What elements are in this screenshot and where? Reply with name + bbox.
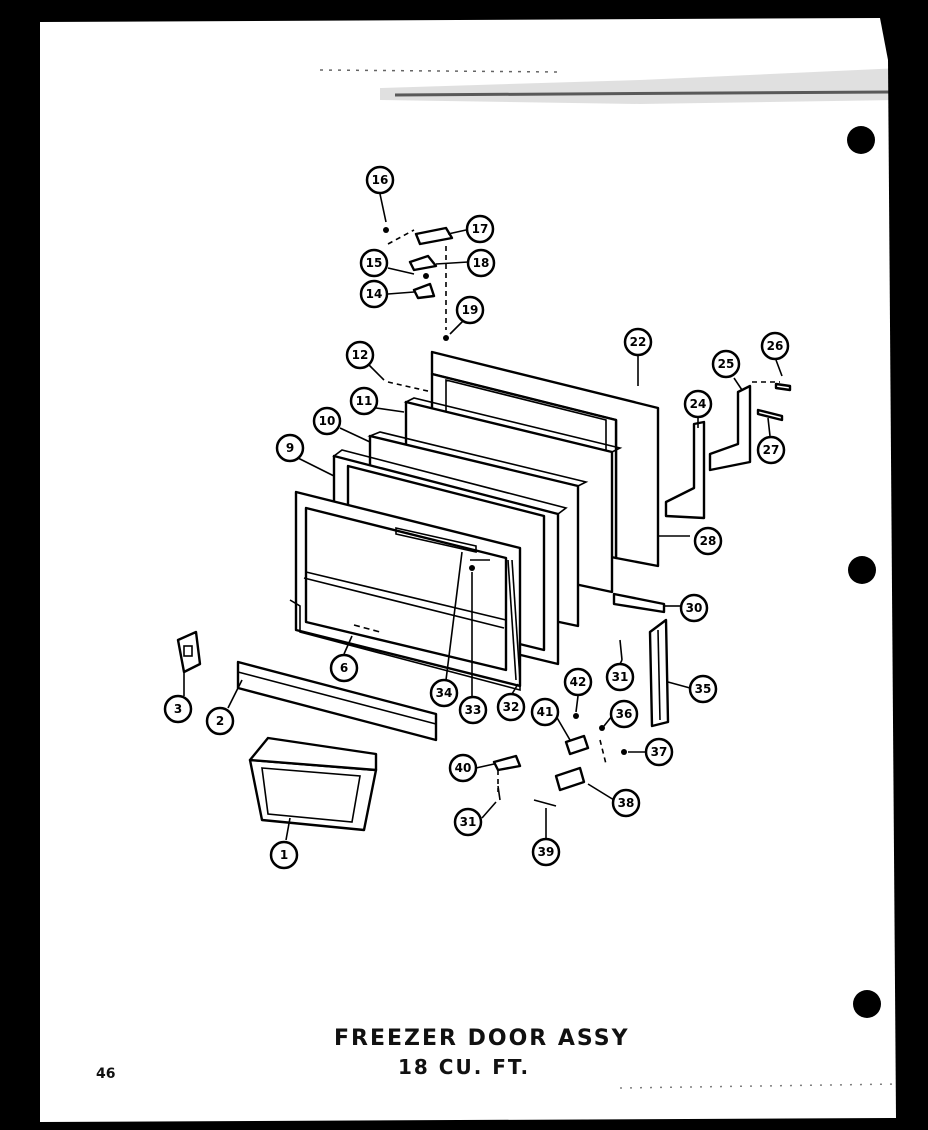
page-number: 46 xyxy=(96,1066,116,1082)
leader-lines xyxy=(183,193,783,841)
callout-39: 39 xyxy=(531,837,561,867)
part-2-door-rail xyxy=(236,660,438,742)
part-26-27-screws xyxy=(756,382,792,422)
callout-26: 26 xyxy=(760,331,790,361)
part-34-33-32-fasteners xyxy=(469,559,521,681)
callout-30: 30 xyxy=(679,593,709,623)
part-24-25-hinge-brackets xyxy=(664,381,780,520)
callout-label: 31 xyxy=(612,670,629,684)
callout-label: 31 xyxy=(460,815,477,829)
callout-35: 35 xyxy=(688,674,718,704)
callout-label: 10 xyxy=(319,414,336,428)
callout-label: 16 xyxy=(372,173,389,187)
callout-label: 41 xyxy=(537,705,554,719)
callout-label: 37 xyxy=(651,745,668,759)
callout-31-upper: 31 xyxy=(605,662,635,692)
callout-label: 27 xyxy=(763,443,780,457)
callout-32: 32 xyxy=(496,692,526,722)
part-1-bin xyxy=(248,736,378,832)
part-17-18-15-14-hinge xyxy=(383,226,454,341)
callout-label: 24 xyxy=(690,397,707,411)
part-35-handle xyxy=(648,618,670,728)
callout-label: 42 xyxy=(570,675,587,689)
callout-25: 25 xyxy=(711,349,741,379)
callout-label: 36 xyxy=(616,707,633,721)
callout-label: 22 xyxy=(630,335,647,349)
callout-38: 38 xyxy=(611,788,641,818)
callout-label: 28 xyxy=(700,534,717,548)
callout-36: 36 xyxy=(609,699,639,729)
callout-label: 25 xyxy=(718,357,735,371)
callout-label: 12 xyxy=(352,348,369,362)
callout-18: 18 xyxy=(466,248,496,278)
binder-hole-bottom xyxy=(853,990,881,1018)
callout-12: 12 xyxy=(345,340,375,370)
callout-label: 19 xyxy=(462,303,479,317)
callout-label: 32 xyxy=(503,700,520,714)
part-30-bracket xyxy=(612,592,666,614)
callout-34: 34 xyxy=(429,678,459,708)
callout-label: 3 xyxy=(174,702,182,716)
callout-label: 30 xyxy=(686,601,703,615)
callout-19: 19 xyxy=(455,295,485,325)
callout-1: 1 xyxy=(269,840,299,870)
binder-hole-top xyxy=(847,126,875,154)
callout-label: 17 xyxy=(472,222,489,236)
callout-28: 28 xyxy=(693,526,723,556)
callout-label: 39 xyxy=(538,845,555,859)
callout-label: 2 xyxy=(216,714,224,728)
part-3-door-bracket xyxy=(176,630,202,674)
callout-label: 1 xyxy=(280,848,288,862)
callout-10: 10 xyxy=(312,406,342,436)
callout-11: 11 xyxy=(349,386,379,416)
callout-2: 2 xyxy=(205,706,235,736)
callout-16: 16 xyxy=(365,165,395,195)
callout-33: 33 xyxy=(458,695,488,725)
callout-label: 6 xyxy=(340,661,348,675)
callout-label: 40 xyxy=(455,761,472,775)
callout-9: 9 xyxy=(275,433,305,463)
callout-14: 14 xyxy=(359,279,389,309)
callout-label: 18 xyxy=(473,256,490,270)
binder-hole-middle xyxy=(848,556,876,584)
callout-label: 33 xyxy=(465,703,482,717)
callout-37: 37 xyxy=(644,737,674,767)
diagram-title: FREEZER DOOR ASSY xyxy=(334,1026,630,1051)
callout-3: 3 xyxy=(163,694,193,724)
callout-label: 38 xyxy=(618,796,635,810)
callout-27: 27 xyxy=(756,435,786,465)
callout-label: 26 xyxy=(767,339,784,353)
callout-22: 22 xyxy=(623,327,653,357)
callout-label: 11 xyxy=(356,394,373,408)
callout-17: 17 xyxy=(465,214,495,244)
callout-label: 34 xyxy=(436,686,453,700)
callout-label: 14 xyxy=(366,287,383,301)
callout-label: 15 xyxy=(366,256,383,270)
callout-31-lower: 31 xyxy=(453,807,483,837)
callout-15: 15 xyxy=(359,248,389,278)
part-41-42-36-37-38-39-40-hardware xyxy=(492,639,627,807)
callout-40: 40 xyxy=(448,753,478,783)
callout-label: 35 xyxy=(695,682,712,696)
callout-24: 24 xyxy=(683,389,713,419)
diagram-subtitle: 18 CU. FT. xyxy=(398,1055,531,1079)
callout-label: 9 xyxy=(286,441,294,455)
callout-41: 41 xyxy=(530,697,560,727)
callout-42: 42 xyxy=(563,667,593,697)
callout-6: 6 xyxy=(329,653,359,683)
